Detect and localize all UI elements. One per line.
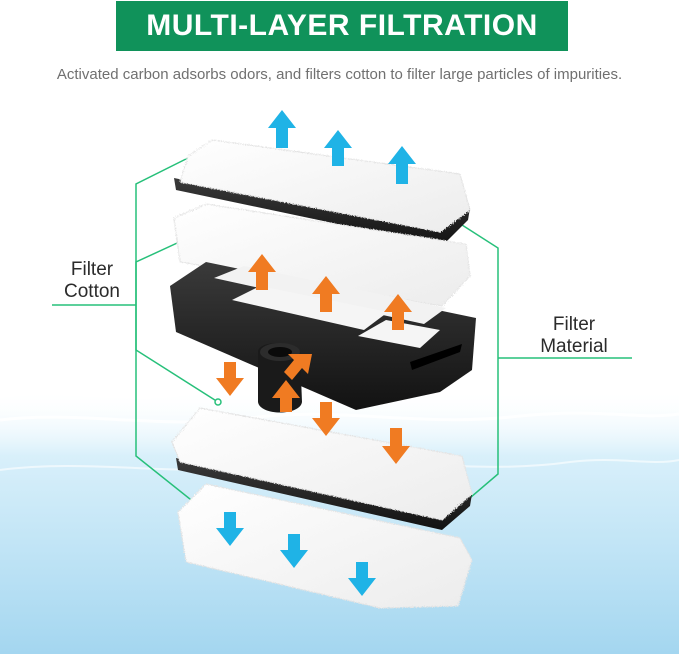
arrow-down-icon bbox=[382, 428, 410, 464]
arrow-up-icon bbox=[312, 276, 340, 312]
filter-cotton-label-line1: Filter bbox=[70, 259, 114, 280]
subtitle: Activated carbon adsorbs odors, and filt… bbox=[56, 66, 623, 83]
filter-material-label-line2: Material bbox=[540, 336, 608, 357]
title-banner: MULTI-LAYER FILTRATION bbox=[116, 1, 568, 51]
page-title: MULTI-LAYER FILTRATION bbox=[146, 9, 538, 42]
arrow-down-icon bbox=[216, 362, 244, 396]
arrow-up-icon bbox=[388, 146, 416, 184]
arrow-down-icon bbox=[312, 402, 340, 436]
arrow-down-icon bbox=[280, 534, 308, 568]
arrow-up-icon bbox=[384, 294, 412, 330]
filter-cotton-label: Filter Cotton bbox=[48, 259, 136, 303]
filter-material-label-line1: Filter bbox=[552, 314, 596, 335]
arrow-down-icon bbox=[348, 562, 376, 596]
arrow-up-icon bbox=[324, 130, 352, 166]
filter-cotton-label-line2: Cotton bbox=[64, 281, 120, 302]
arrow-up-icon bbox=[268, 110, 296, 148]
flow-in-arrows bbox=[216, 512, 376, 596]
filter-material-label: Filter Material bbox=[522, 314, 626, 358]
arrow-up-icon bbox=[248, 254, 276, 290]
arrow-up-icon bbox=[272, 380, 300, 412]
filter-cotton-pad-upper bbox=[173, 203, 471, 307]
lower-filter-material-tray bbox=[171, 407, 473, 530]
flow-out-arrows bbox=[268, 110, 416, 184]
arrow-down-icon bbox=[216, 512, 244, 546]
internal-flow-arrows bbox=[216, 254, 412, 464]
arrow-up-right-icon bbox=[284, 354, 312, 380]
top-filter-material-tray bbox=[174, 139, 471, 246]
filter-cotton-pad-bottom bbox=[177, 483, 473, 609]
